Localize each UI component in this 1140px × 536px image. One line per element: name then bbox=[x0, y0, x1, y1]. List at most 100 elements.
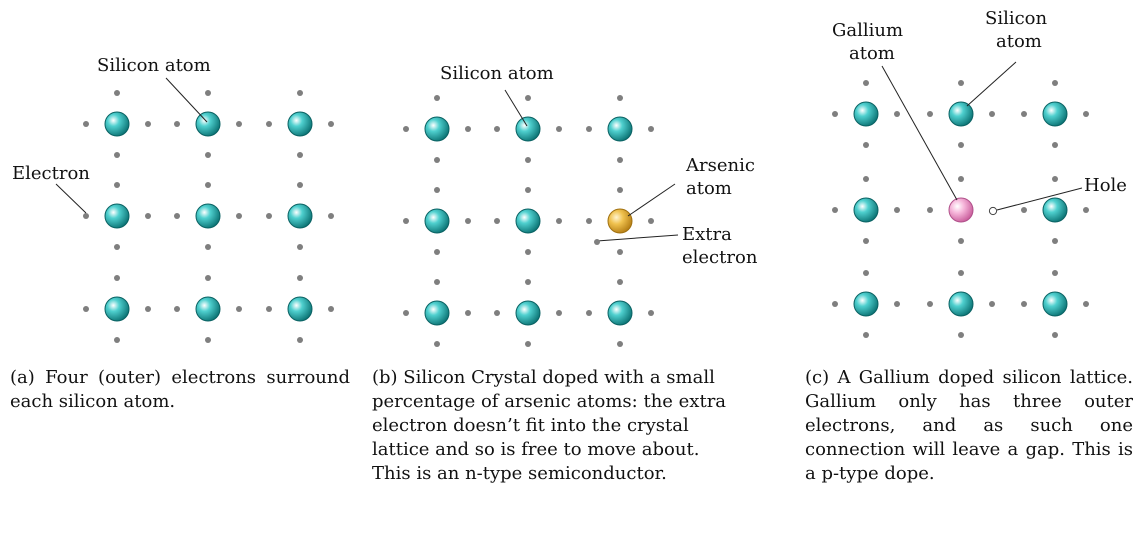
electron-dot bbox=[266, 213, 272, 219]
electron-dot bbox=[586, 310, 592, 316]
electron-dot bbox=[297, 90, 303, 96]
electron-dot bbox=[403, 310, 409, 316]
electron-dot bbox=[648, 218, 654, 224]
electron-dot bbox=[174, 306, 180, 312]
hole-leader bbox=[996, 187, 1083, 211]
silicon-atom-leader-a bbox=[165, 77, 208, 123]
electron-dot bbox=[648, 310, 654, 316]
electron-dot bbox=[525, 95, 531, 101]
electron-dot bbox=[236, 306, 242, 312]
electron-dot bbox=[465, 310, 471, 316]
electron-dot bbox=[617, 157, 623, 163]
electron-dot bbox=[328, 121, 334, 127]
electron-dot bbox=[863, 80, 869, 86]
extra-electron-dot bbox=[594, 239, 600, 245]
electron-dot bbox=[174, 213, 180, 219]
silicon-atom bbox=[607, 116, 633, 142]
electron-dot bbox=[494, 126, 500, 132]
silicon-atom bbox=[424, 208, 450, 234]
electron-dot bbox=[1052, 270, 1058, 276]
electron-dot bbox=[205, 90, 211, 96]
electron-dot bbox=[1021, 111, 1027, 117]
silicon-atom-leader-b bbox=[504, 89, 528, 127]
electron-dot bbox=[83, 121, 89, 127]
electron-dot bbox=[434, 187, 440, 193]
electron-dot bbox=[617, 249, 623, 255]
electron-dot bbox=[863, 176, 869, 182]
electron-dot bbox=[297, 182, 303, 188]
electron-dot bbox=[989, 111, 995, 117]
label-extra-electron-line1: Extra bbox=[682, 224, 732, 245]
electron-dot bbox=[958, 142, 964, 148]
electron-dot bbox=[648, 126, 654, 132]
electron-dot bbox=[958, 270, 964, 276]
silicon-atom bbox=[515, 116, 541, 142]
silicon-atom bbox=[104, 296, 130, 322]
electron-leader-a bbox=[55, 183, 87, 214]
silicon-atom bbox=[287, 111, 313, 137]
electron-dot bbox=[863, 332, 869, 338]
electron-dot bbox=[586, 126, 592, 132]
silicon-atom-leader-c bbox=[966, 61, 1017, 107]
electron-dot bbox=[494, 310, 500, 316]
silicon-atom bbox=[948, 101, 974, 127]
electron-dot bbox=[145, 213, 151, 219]
electron-dot bbox=[1083, 301, 1089, 307]
electron-dot bbox=[114, 182, 120, 188]
electron-dot bbox=[832, 301, 838, 307]
silicon-atom bbox=[948, 291, 974, 317]
electron-dot bbox=[617, 187, 623, 193]
electron-dot bbox=[556, 126, 562, 132]
electron-dot bbox=[958, 238, 964, 244]
electron-dot bbox=[114, 152, 120, 158]
silicon-atom bbox=[424, 300, 450, 326]
electron-dot bbox=[434, 157, 440, 163]
label-arsenic-atom-line1: Arsenic bbox=[685, 155, 755, 176]
arsenic-atom bbox=[607, 208, 633, 234]
label-electron-a: Electron bbox=[12, 163, 90, 184]
silicon-atom bbox=[1042, 197, 1068, 223]
electron-dot bbox=[434, 341, 440, 347]
electron-dot bbox=[297, 244, 303, 250]
electron-dot bbox=[958, 176, 964, 182]
silicon-atom bbox=[104, 111, 130, 137]
electron-dot bbox=[556, 218, 562, 224]
electron-dot bbox=[525, 341, 531, 347]
electron-dot bbox=[1052, 176, 1058, 182]
electron-dot bbox=[114, 275, 120, 281]
electron-dot bbox=[266, 121, 272, 127]
electron-dot bbox=[205, 275, 211, 281]
electron-dot bbox=[927, 301, 933, 307]
electron-dot bbox=[83, 213, 89, 219]
label-silicon-atom-b: Silicon atom bbox=[440, 63, 554, 84]
silicon-atom bbox=[853, 291, 879, 317]
arsenic-atom-leader bbox=[627, 183, 676, 217]
label-gallium-atom-line1: Gallium bbox=[832, 20, 903, 41]
electron-dot bbox=[83, 306, 89, 312]
electron-dot bbox=[114, 90, 120, 96]
electron-dot bbox=[205, 337, 211, 343]
gallium-atom bbox=[948, 197, 974, 223]
electron-dot bbox=[525, 279, 531, 285]
electron-dot bbox=[266, 306, 272, 312]
electron-dot bbox=[1052, 238, 1058, 244]
panel-a-lattice bbox=[83, 90, 334, 343]
silicon-atom bbox=[515, 300, 541, 326]
electron-dot bbox=[114, 337, 120, 343]
electron-dot bbox=[236, 213, 242, 219]
electron-dot bbox=[145, 306, 151, 312]
electron-dot bbox=[236, 121, 242, 127]
gallium-atom-leader bbox=[881, 65, 958, 201]
electron-dot bbox=[1052, 142, 1058, 148]
electron-dot bbox=[525, 157, 531, 163]
silicon-atom bbox=[287, 203, 313, 229]
electron-dot bbox=[205, 182, 211, 188]
electron-dot bbox=[114, 244, 120, 250]
electron-dot bbox=[205, 152, 211, 158]
label-silicon-atom-c-line2: atom bbox=[996, 31, 1042, 52]
electron-dot bbox=[556, 310, 562, 316]
electron-dot bbox=[205, 244, 211, 250]
caption-b: (b) Silicon Crystal doped with a small p… bbox=[372, 367, 727, 484]
electron-dot bbox=[297, 275, 303, 281]
electron-dot bbox=[927, 111, 933, 117]
